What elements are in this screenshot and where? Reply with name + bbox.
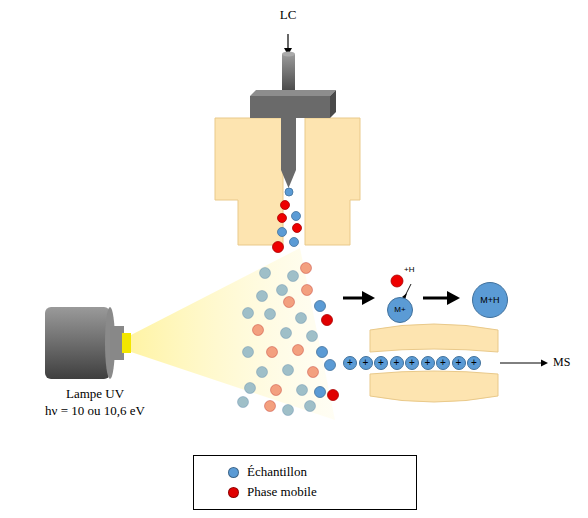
droplet — [260, 268, 271, 279]
droplet — [238, 397, 249, 408]
droplet — [297, 385, 308, 396]
droplet — [245, 383, 256, 394]
node-text: + — [378, 358, 384, 368]
ion-beam-circle: + — [452, 356, 466, 370]
droplet — [265, 309, 276, 320]
droplet — [281, 328, 292, 339]
droplet — [267, 347, 278, 358]
droplet — [315, 301, 326, 312]
node-text: + — [425, 358, 431, 368]
source-label: LC — [280, 8, 297, 23]
energy-label: hν = 10 ou 10,6 eV — [45, 404, 145, 419]
ion-beam-circle: + — [374, 356, 388, 370]
droplet — [315, 387, 326, 398]
legend-row: Échantillon — [228, 462, 416, 482]
droplet — [296, 313, 307, 324]
droplet — [283, 365, 294, 376]
lamp-label: Lampe UV — [66, 387, 124, 402]
node-text: + — [471, 358, 477, 368]
droplet — [283, 405, 294, 416]
reaction-arrow — [423, 291, 460, 305]
droplet — [302, 285, 313, 296]
ion-beam-circle: + — [343, 356, 357, 370]
ion-beam-circle: + — [467, 356, 481, 370]
legend-row: Phase mobile — [228, 482, 416, 502]
ion-beam-circle: + — [359, 356, 373, 370]
node-text: M+ — [394, 306, 405, 314]
node-text: M+H — [480, 296, 499, 305]
droplet — [284, 297, 295, 308]
ion-beam-circle: + — [436, 356, 450, 370]
droplet — [307, 331, 318, 342]
node-text: + — [363, 358, 369, 368]
ion-circle: M+ — [387, 297, 413, 323]
droplet — [243, 308, 254, 319]
droplet — [305, 401, 316, 412]
detector-label: MS — [553, 356, 570, 370]
droplet — [293, 345, 304, 356]
ion-beam-circle: + — [405, 356, 419, 370]
droplet — [301, 263, 312, 274]
legend-swatch — [228, 467, 239, 478]
droplet — [325, 360, 336, 371]
droplet — [257, 291, 268, 302]
droplet — [328, 390, 339, 401]
node-text: + — [440, 358, 446, 368]
droplet — [243, 347, 254, 358]
node-text: + — [409, 358, 415, 368]
ion-beam-circle: + — [421, 356, 435, 370]
droplet — [253, 325, 264, 336]
droplet — [271, 385, 282, 396]
droplet — [277, 285, 288, 296]
droplet — [322, 315, 333, 326]
legend-text: Échantillon — [247, 464, 307, 480]
protonated-ion-circle: M+H — [472, 282, 508, 318]
node-text: + — [394, 358, 400, 368]
droplet — [288, 271, 299, 282]
droplet — [308, 367, 319, 378]
proton-label: +H — [404, 265, 414, 274]
node-text: + — [347, 358, 353, 368]
legend-box: ÉchantillonPhase mobile — [193, 455, 417, 510]
node-text: + — [456, 358, 462, 368]
droplet — [257, 367, 268, 378]
droplet — [265, 401, 276, 412]
droplet — [317, 347, 328, 358]
ion-beam-circle: + — [390, 356, 404, 370]
legend-swatch — [228, 487, 239, 498]
legend-text: Phase mobile — [247, 484, 317, 500]
